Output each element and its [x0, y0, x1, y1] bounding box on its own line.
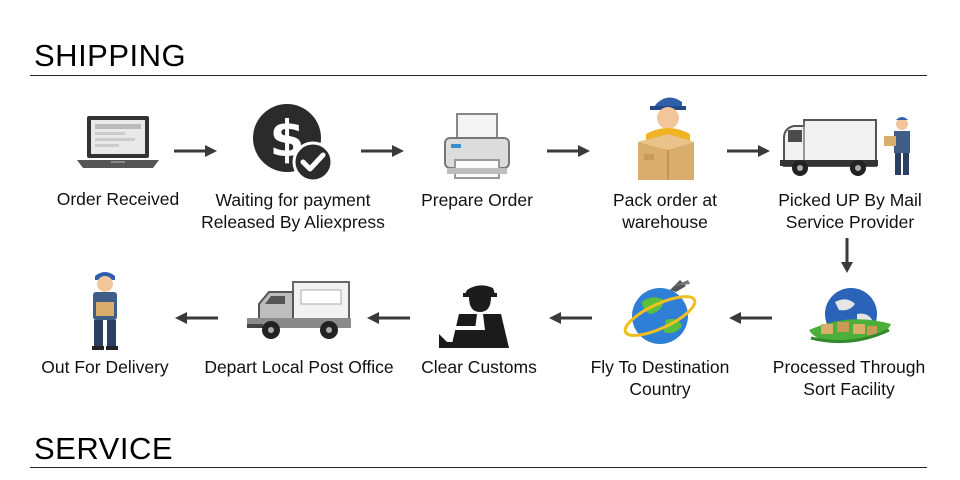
arrow-right-icon — [547, 145, 590, 157]
arrow-left-icon — [175, 312, 218, 324]
customs-officer-icon — [439, 285, 509, 348]
step-out-for-delivery: Out For Delivery — [0, 268, 210, 408]
arrow-left-icon — [729, 312, 772, 324]
step-order-received: Order Received — [13, 100, 223, 240]
step-depart-post-office: Depart Local Post Office — [194, 268, 404, 408]
arrow-right-icon — [727, 145, 770, 157]
printer-icon — [444, 113, 510, 179]
step-fly-destination: Fly To Destination Country — [555, 268, 765, 408]
service-divider — [30, 467, 927, 468]
step-label: Processed Through Sort Facility — [772, 357, 926, 399]
step-label: Pack order at warehouse — [612, 190, 718, 232]
step-picked-up: Picked UP By Mail Service Provider — [745, 100, 955, 240]
arrow-left-icon — [367, 312, 410, 324]
globe-parcels-icon — [809, 288, 891, 344]
dollar-check-icon: $ — [253, 104, 334, 183]
delivery-man-icon — [92, 272, 118, 350]
step-label: Order Received — [56, 189, 180, 209]
step-sort-facility: Processed Through Sort Facility — [744, 268, 954, 408]
shipping-divider — [30, 75, 927, 76]
step-label: Waiting for payment Released By Aliexpre… — [201, 190, 385, 232]
arrow-right-icon — [361, 145, 404, 157]
shipping-heading: SHIPPING — [34, 38, 187, 73]
step-label: Clear Customs — [421, 357, 537, 377]
step-label: Fly To Destination Country — [590, 357, 730, 399]
truck-icon — [247, 281, 351, 339]
van-courier-icon — [780, 117, 910, 176]
step-label: Depart Local Post Office — [204, 357, 394, 377]
arrow-left-icon — [549, 312, 592, 324]
globe-plane-icon — [623, 280, 697, 344]
laptop-icon — [77, 116, 159, 168]
step-prepare-order: Prepare Order — [372, 100, 582, 240]
step-label: Picked UP By Mail Service Provider — [778, 190, 922, 232]
step-label: Out For Delivery — [41, 357, 169, 377]
step-pack-order: Pack order at warehouse — [560, 97, 770, 240]
service-heading: SERVICE — [34, 431, 174, 466]
step-waiting-payment: $ Waiting for payment Released By Aliexp… — [188, 100, 398, 240]
arrow-right-icon — [174, 145, 217, 157]
courier-box-icon — [638, 97, 694, 180]
step-label: Prepare Order — [421, 190, 533, 210]
step-clear-customs: Clear Customs — [374, 268, 584, 408]
arrow-down-icon — [841, 238, 853, 273]
